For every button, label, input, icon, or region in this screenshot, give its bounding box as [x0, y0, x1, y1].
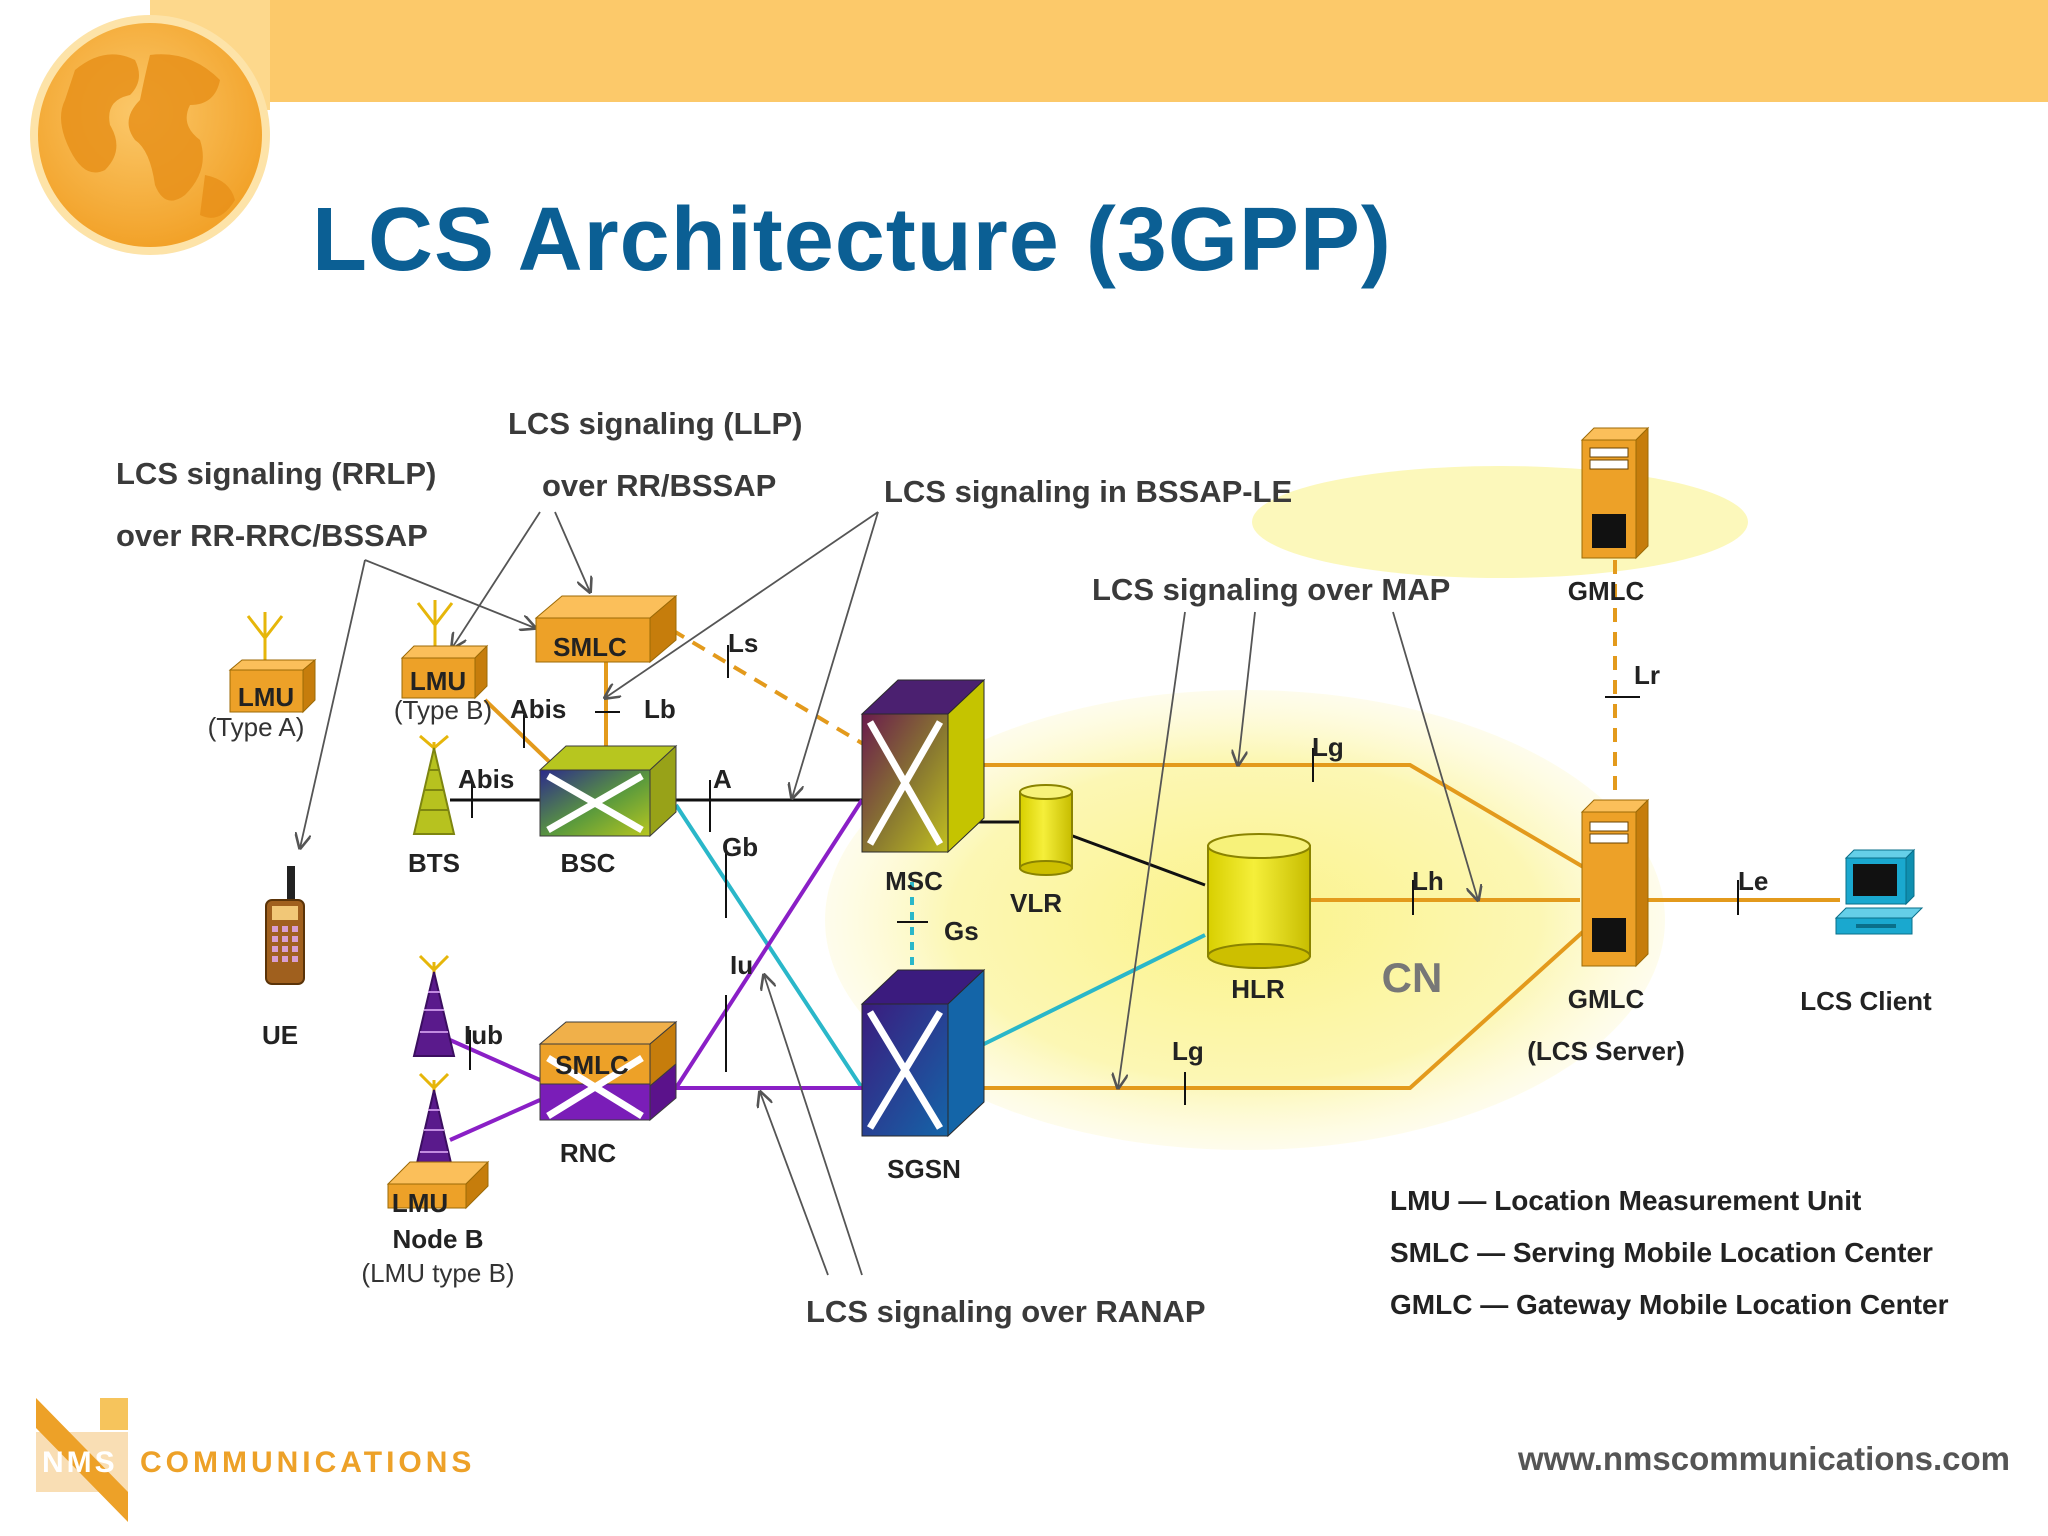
gmlc-server-sublabel: (LCS Server) — [1527, 1036, 1685, 1066]
lh-label: Lh — [1412, 866, 1444, 896]
ue-label: UE — [262, 1020, 298, 1050]
bssap-le-annotation: LCS signaling in BSSAP-LE — [884, 474, 1292, 509]
lg-bottom-label: Lg — [1172, 1036, 1204, 1066]
llp-annotation-line2: over RR/BSSAP — [542, 468, 776, 503]
sgsn-node: SGSN — [860, 968, 986, 1184]
lmu-nodeb: LMU Node B (LMU type B) — [361, 1160, 515, 1288]
rrlp-annotation-line1: LCS signaling (RRLP) — [116, 456, 436, 491]
nodeb-label: Node B — [393, 1224, 484, 1254]
bsc-node: BSC — [538, 744, 678, 878]
bsc-label: BSC — [561, 848, 616, 878]
vlr-label: VLR — [1010, 888, 1062, 918]
logo-communications-text: COMMUNICATIONS — [140, 1446, 475, 1479]
annotation-texts: LCS signaling (RRLP) over RR-RRC/BSSAP L… — [116, 406, 1450, 1329]
nodeb-tower-upper — [412, 954, 456, 1057]
rnc-label: RNC — [560, 1138, 617, 1168]
legend-item: GMLC — Gateway Mobile Location Center — [1390, 1289, 1949, 1320]
lr-label: Lr — [1634, 660, 1660, 690]
ue-phone-icon: UE — [262, 866, 305, 1050]
lcs-client-computer-icon: LCS Client — [1800, 848, 1932, 1016]
vlr-node: VLR — [1010, 784, 1073, 918]
bts-tower: BTS — [408, 734, 460, 878]
nodeb-sublabel: (LMU type B) — [361, 1258, 514, 1288]
gb-label: Gb — [722, 832, 758, 862]
lmu-a-sublabel: (Type A) — [208, 712, 305, 742]
sgsn-label: SGSN — [887, 1154, 961, 1184]
msc-node: MSC — [860, 678, 986, 896]
ranap-annotation: LCS signaling over RANAP — [806, 1294, 1206, 1329]
interface-labels: Abis Abis Ls Lb A Gb Iu Iub Gs Lg Lg Lh … — [458, 628, 1768, 1066]
llp-annotation-line1: LCS signaling (LLP) — [508, 406, 803, 441]
iub-label: Iub — [464, 1020, 503, 1050]
smlc-top-label: SMLC — [553, 632, 627, 662]
smlc-rnc-label: SMLC — [555, 1050, 629, 1080]
cn-label: CN — [1382, 954, 1443, 1001]
nms-logo: NMS COMMUNICATIONS — [36, 1398, 475, 1522]
lmu-a-label: LMU — [238, 682, 294, 712]
lmu-b-label: LMU — [410, 666, 466, 696]
interface-ticks — [469, 645, 1739, 1105]
msc-label: MSC — [885, 866, 943, 896]
page-title: LCS Architecture (3GPP) — [312, 190, 1392, 290]
lg-top-label: Lg — [1312, 732, 1344, 762]
le-label: Le — [1738, 866, 1768, 896]
logo-nms-text: NMS — [42, 1446, 118, 1479]
iu-label: Iu — [730, 950, 753, 980]
gmlc-top-label: GMLC — [1568, 576, 1645, 606]
lmu-type-b: LMU (Type B) — [394, 600, 492, 725]
gs-label: Gs — [944, 916, 979, 946]
gmlc-ellipse — [1252, 466, 1748, 578]
gmlc-server-node: GMLC (LCS Server) — [1527, 798, 1685, 1066]
abis1-label: Abis — [510, 694, 566, 724]
lcs-client-label: LCS Client — [1800, 986, 1932, 1016]
abis2-label: Abis — [458, 764, 514, 794]
smlc-top: SMLC — [534, 594, 678, 664]
footer-url: www.nmscommunications.com — [1517, 1440, 2010, 1477]
header-banner — [200, 0, 2048, 102]
lmu-nodeb-label: LMU — [392, 1188, 448, 1218]
rnc-node: SMLC RNC — [538, 1020, 678, 1168]
connection-lines — [449, 560, 1840, 1142]
hlr-label: HLR — [1231, 974, 1285, 1004]
bts-label: BTS — [408, 848, 460, 878]
hlr-node: HLR — [1207, 833, 1311, 1004]
map-annotation: LCS signaling over MAP — [1092, 572, 1450, 607]
gmlc-top-node: GMLC — [1568, 426, 1650, 606]
lmu-b-sublabel: (Type B) — [394, 695, 492, 725]
gmlc-server-label: GMLC — [1568, 984, 1645, 1014]
globe-icon — [30, 15, 270, 255]
lb-label: Lb — [644, 694, 676, 724]
lmu-type-a: LMU (Type A) — [208, 612, 317, 742]
legend-item: SMLC — Serving Mobile Location Center — [1390, 1237, 1933, 1268]
nodeb-tower-lower — [412, 1072, 456, 1177]
a-label: A — [713, 764, 732, 794]
ls-label: Ls — [728, 628, 758, 658]
rrlp-annotation-line2: over RR-RRC/BSSAP — [116, 518, 428, 553]
legend-item: LMU — Location Measurement Unit — [1390, 1185, 1861, 1216]
annotation-arrows — [300, 511, 1478, 1276]
legend: LMU — Location Measurement Unit SMLC — S… — [1390, 1185, 1949, 1320]
